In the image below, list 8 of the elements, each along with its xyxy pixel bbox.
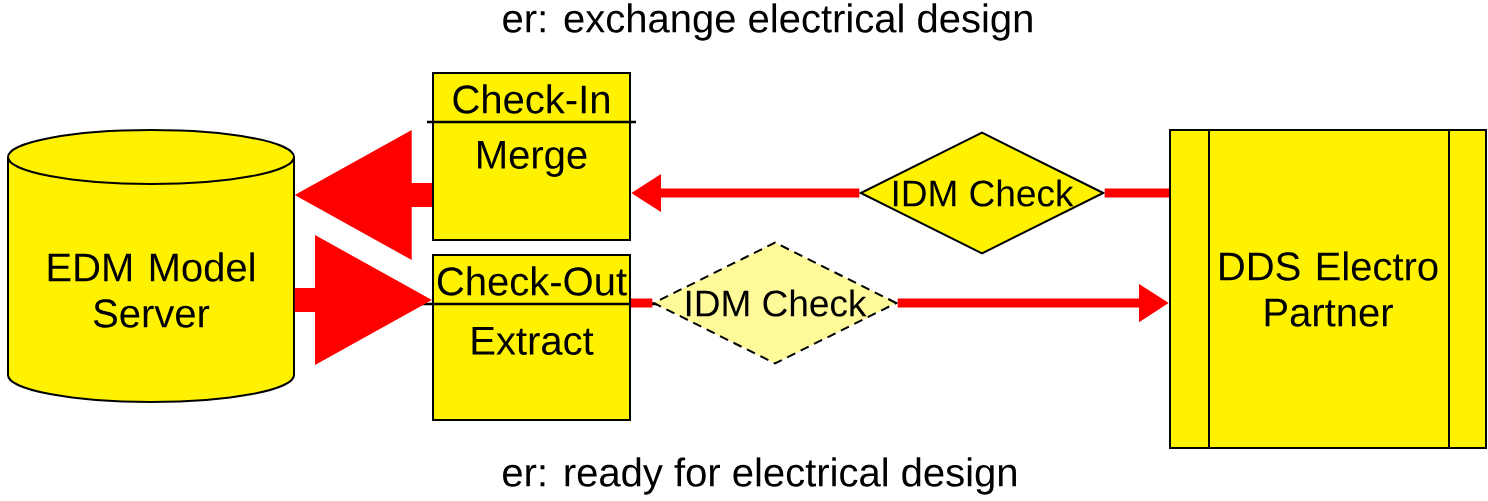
database-cylinder: EDM Model Server [7,129,295,403]
block-arrow [294,130,432,260]
process-box: Check-In Merge [427,72,636,241]
block-arrow [294,235,432,365]
caption-text: er: ready for electrical design [503,457,1016,495]
process-box: Check-Out Extract [419,254,661,421]
caption-text: er: exchange electrical design [503,3,1032,41]
process-box: DDS Electro Partner [1169,128,1487,450]
